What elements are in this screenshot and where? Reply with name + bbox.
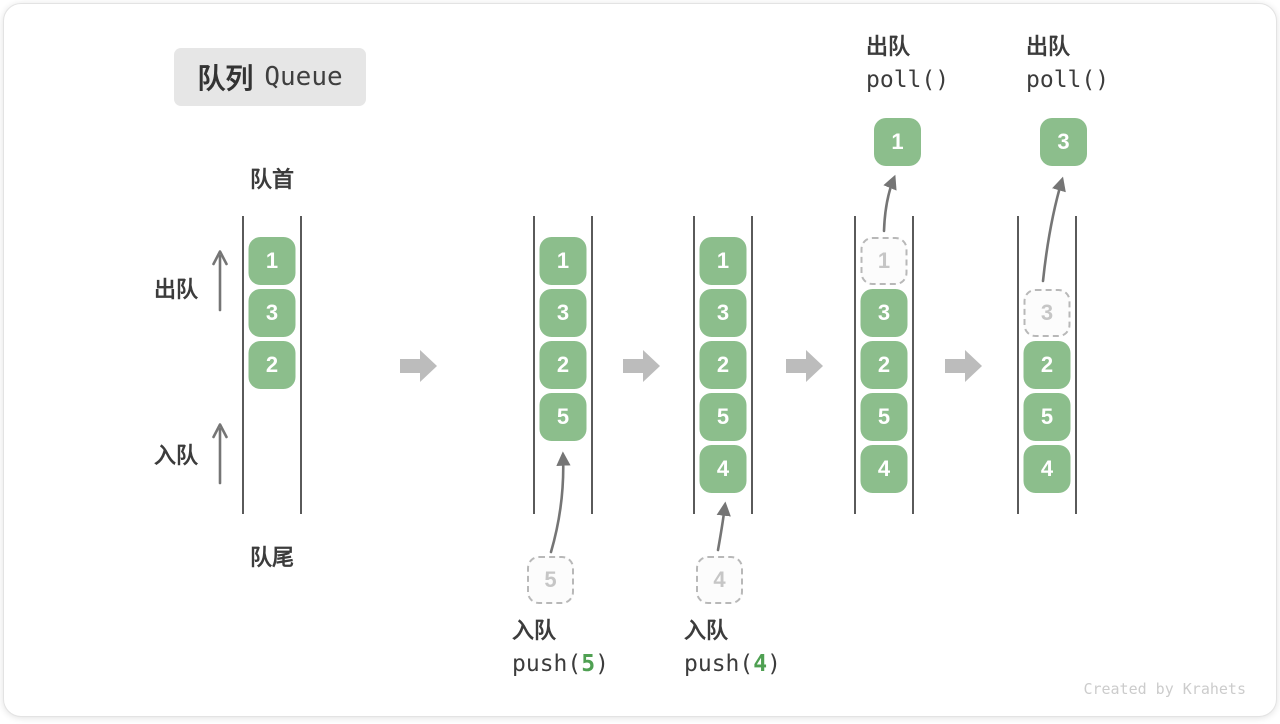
poll-op-cn-2: 出队 (1026, 34, 1071, 59)
enqueue-staging-box-4: 4 (696, 556, 743, 604)
push-arg-2: 4 (753, 651, 768, 677)
queue-cell: 1 (539, 237, 587, 285)
queue-cell: 3 (699, 289, 747, 337)
queue-cell-removed: 1 (860, 237, 908, 285)
dequeued-value-box-3: 3 (1040, 118, 1087, 166)
push-op-cn-2: 入队 (684, 618, 729, 643)
queue-cell: 2 (860, 341, 908, 389)
queue-front-label: 队首 (249, 167, 294, 192)
step-arrow-1-icon (400, 349, 438, 383)
push-op-code-2: push(4) (684, 651, 781, 677)
push-code-open-2: push( (684, 651, 754, 677)
title-chinese: 队列 (197, 63, 254, 94)
queue-cell: 2 (699, 341, 747, 389)
queue-cell: 5 (860, 393, 908, 441)
poll-op-code-2: poll() (1026, 67, 1110, 93)
poll-op-cn-1: 出队 (866, 34, 911, 59)
push-code-close-2: ) (767, 651, 781, 677)
queue-cell-removed: 3 (1023, 289, 1071, 337)
step-arrow-2-icon (623, 349, 661, 383)
queue-cell: 2 (1023, 341, 1071, 389)
watermark: Created by Krahets (1083, 680, 1246, 698)
queue-cell: 5 (539, 393, 587, 441)
dequeued-value-box-1: 1 (874, 118, 921, 166)
push-code-close-1: ) (595, 651, 609, 677)
queue-cell: 4 (860, 445, 908, 493)
poll-op-label-1: 出队 poll() (866, 34, 949, 93)
queue-cell: 4 (699, 445, 747, 493)
dequeue-direction-arrow-icon (210, 247, 230, 318)
push-op-code-1: push(5) (512, 651, 609, 677)
title-english: Queue (264, 62, 343, 92)
push-code-open-1: push( (512, 651, 582, 677)
queue-cell: 1 (699, 237, 747, 285)
push-op-label-2: 入队 push(4) (684, 618, 781, 677)
push-op-label-1: 入队 push(5) (512, 618, 609, 677)
poll-op-code-1: poll() (866, 67, 950, 93)
step-arrow-3-icon (786, 349, 824, 383)
queue-rear-label: 队尾 (249, 545, 294, 570)
queue-cell: 4 (1023, 445, 1071, 493)
queue-cell: 5 (699, 393, 747, 441)
title-badge: 队列 Queue (174, 48, 366, 106)
queue-cell: 3 (539, 289, 587, 337)
queue-cell: 3 (860, 289, 908, 337)
dequeue-side-label: 出队 (154, 277, 199, 302)
enqueue-direction-arrow-icon (210, 420, 230, 491)
poll-op-label-2: 出队 poll() (1026, 34, 1109, 93)
push-op-cn-1: 入队 (512, 618, 557, 643)
enqueue-side-label: 入队 (154, 443, 199, 468)
queue-cell: 3 (248, 289, 296, 337)
enqueue-staging-box-5: 5 (527, 556, 574, 604)
queue-cell: 2 (539, 341, 587, 389)
push-arg-1: 5 (581, 651, 596, 677)
queue-cell: 2 (248, 341, 296, 389)
step-arrow-4-icon (945, 349, 983, 383)
queue-cell: 5 (1023, 393, 1071, 441)
queue-cell: 1 (248, 237, 296, 285)
